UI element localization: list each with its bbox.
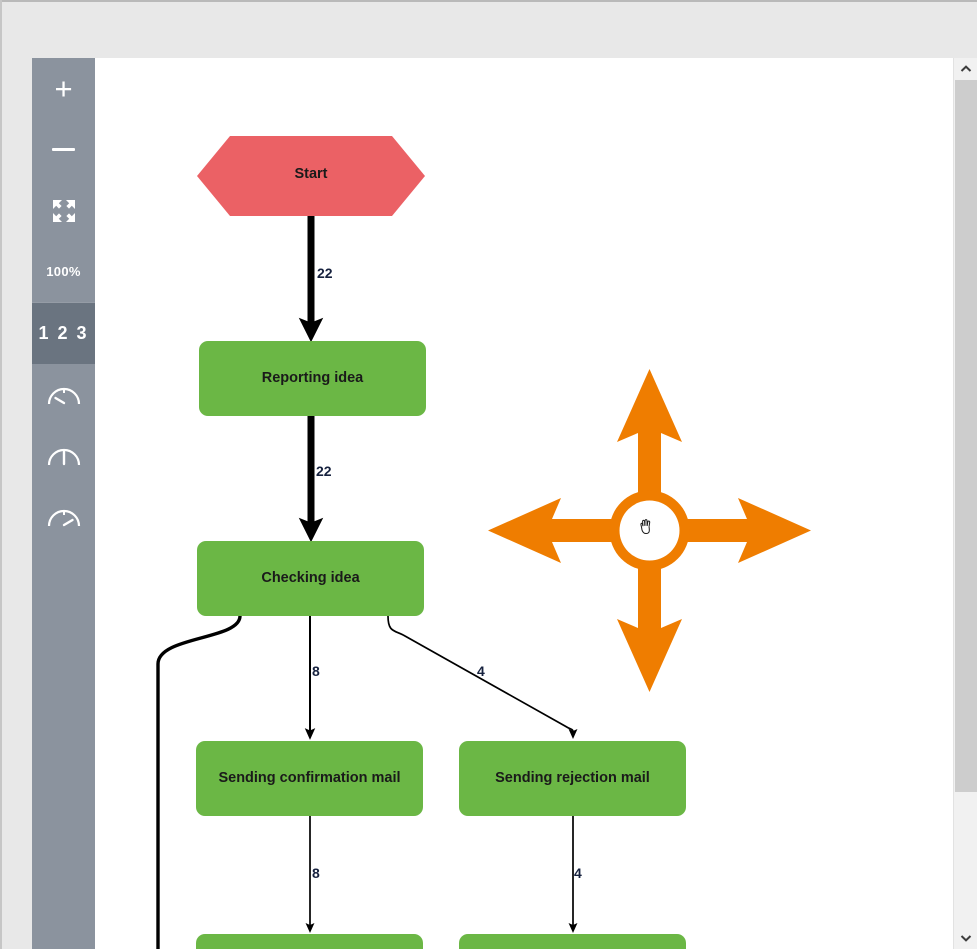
pan-right-arrow-icon[interactable]	[738, 498, 811, 563]
node-sending-confirmation-mail[interactable]	[196, 741, 423, 816]
scroll-up-button[interactable]	[954, 58, 977, 80]
chevron-down-icon	[960, 934, 972, 942]
node-sending-rejection-mail[interactable]	[459, 741, 686, 816]
zoom-level-indicator[interactable]: 100%	[32, 241, 95, 302]
minus-icon	[52, 148, 75, 151]
gauge-high-icon	[47, 506, 81, 528]
chevron-up-icon	[960, 65, 972, 73]
pan-left-arrow-icon[interactable]	[488, 498, 561, 563]
counts-toggle[interactable]: 1 2 3	[32, 303, 95, 364]
hand-grab-icon	[640, 519, 651, 535]
node-checking-idea[interactable]	[197, 541, 424, 616]
edge-checking-loop-left	[156, 615, 242, 949]
toolbar-divider	[32, 302, 95, 303]
gauge-high-toggle[interactable]	[32, 486, 95, 547]
pan-down-arrow-icon[interactable]	[617, 619, 682, 692]
diagram-editor: +	[32, 58, 977, 949]
pan-navigation-widget[interactable]	[483, 364, 816, 697]
node-start[interactable]	[197, 136, 425, 216]
edge-checking-to-reject	[387, 615, 578, 739]
scrollbar-thumb[interactable]	[955, 80, 977, 792]
gauge-mid-toggle[interactable]	[32, 425, 95, 486]
node-next-right[interactable]	[459, 934, 686, 949]
flowchart-graphic	[156, 136, 686, 949]
expand-arrows-icon	[51, 198, 77, 224]
node-next-left[interactable]	[196, 934, 423, 949]
diagram-toolbar: +	[32, 58, 95, 949]
plus-icon: +	[54, 71, 73, 106]
zoom-level-label: 100%	[46, 264, 81, 279]
gauge-low-toggle[interactable]	[32, 364, 95, 425]
counts-label: 1 2 3	[38, 323, 89, 343]
fit-to-screen-button[interactable]	[32, 180, 95, 241]
node-reporting-idea[interactable]	[199, 341, 426, 416]
pan-up-arrow-icon[interactable]	[617, 369, 682, 442]
gauge-mid-icon	[47, 445, 81, 467]
canvas-vertical-scrollbar[interactable]	[953, 58, 977, 949]
zoom-in-button[interactable]: +	[32, 58, 95, 119]
zoom-out-button[interactable]	[32, 119, 95, 180]
diagram-canvas[interactable]: Start Reporting idea Checking idea Sendi…	[95, 58, 953, 949]
window-top-border	[0, 0, 977, 2]
window-left-border	[0, 0, 2, 949]
scroll-down-button[interactable]	[954, 927, 977, 949]
gauge-low-icon	[47, 384, 81, 406]
